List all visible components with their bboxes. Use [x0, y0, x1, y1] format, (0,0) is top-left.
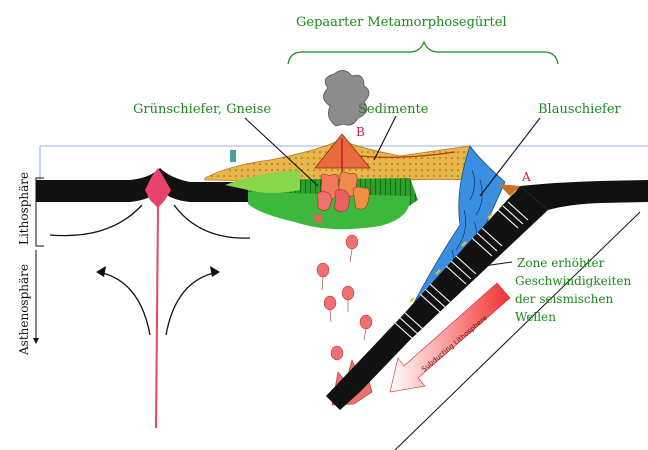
zone-label-line2: Geschwindigkeiten: [515, 274, 631, 288]
belt-brace: [288, 42, 558, 64]
gruenschiefer-label: Grünschiefer, Gneise: [133, 102, 271, 117]
leader-blauschiefer: [480, 118, 540, 196]
zone-label-line1: Zone erhöhter: [517, 256, 605, 270]
convection-curve-right: [174, 205, 250, 238]
point-b-label: B: [356, 125, 365, 139]
asthenosphere-label: Asthenosphäre: [17, 264, 31, 356]
convection-arrow-left: [98, 272, 150, 335]
magma-blob: [334, 190, 349, 212]
rising-magma-droplets: [317, 235, 372, 360]
convection-arrow-right: [166, 272, 218, 335]
magma-blob: [353, 187, 369, 209]
magma-blob: [317, 192, 331, 211]
zone-label-line4: Wellen: [515, 310, 556, 324]
lithosphere-label: Lithosphäre: [17, 172, 31, 245]
convection-curve-left: [50, 205, 142, 236]
zone-label-line3: der seismischen: [515, 292, 614, 306]
point-a-label: A: [521, 170, 531, 184]
belt-title: Gepaarter Metamorphosegürtel: [296, 15, 507, 30]
blauschiefer-label: Blauschiefer: [538, 102, 622, 117]
sedimente-label: Sedimente: [358, 102, 429, 117]
arrowhead-left: [96, 266, 106, 277]
accretion-strip: [230, 150, 236, 162]
arrowhead-right: [210, 266, 220, 277]
ridge-feeder-line: [156, 205, 158, 428]
volcano-smoke: [323, 70, 369, 126]
asthenosphere-arrowhead: [33, 338, 39, 344]
slab-bottom-line: [395, 212, 640, 450]
